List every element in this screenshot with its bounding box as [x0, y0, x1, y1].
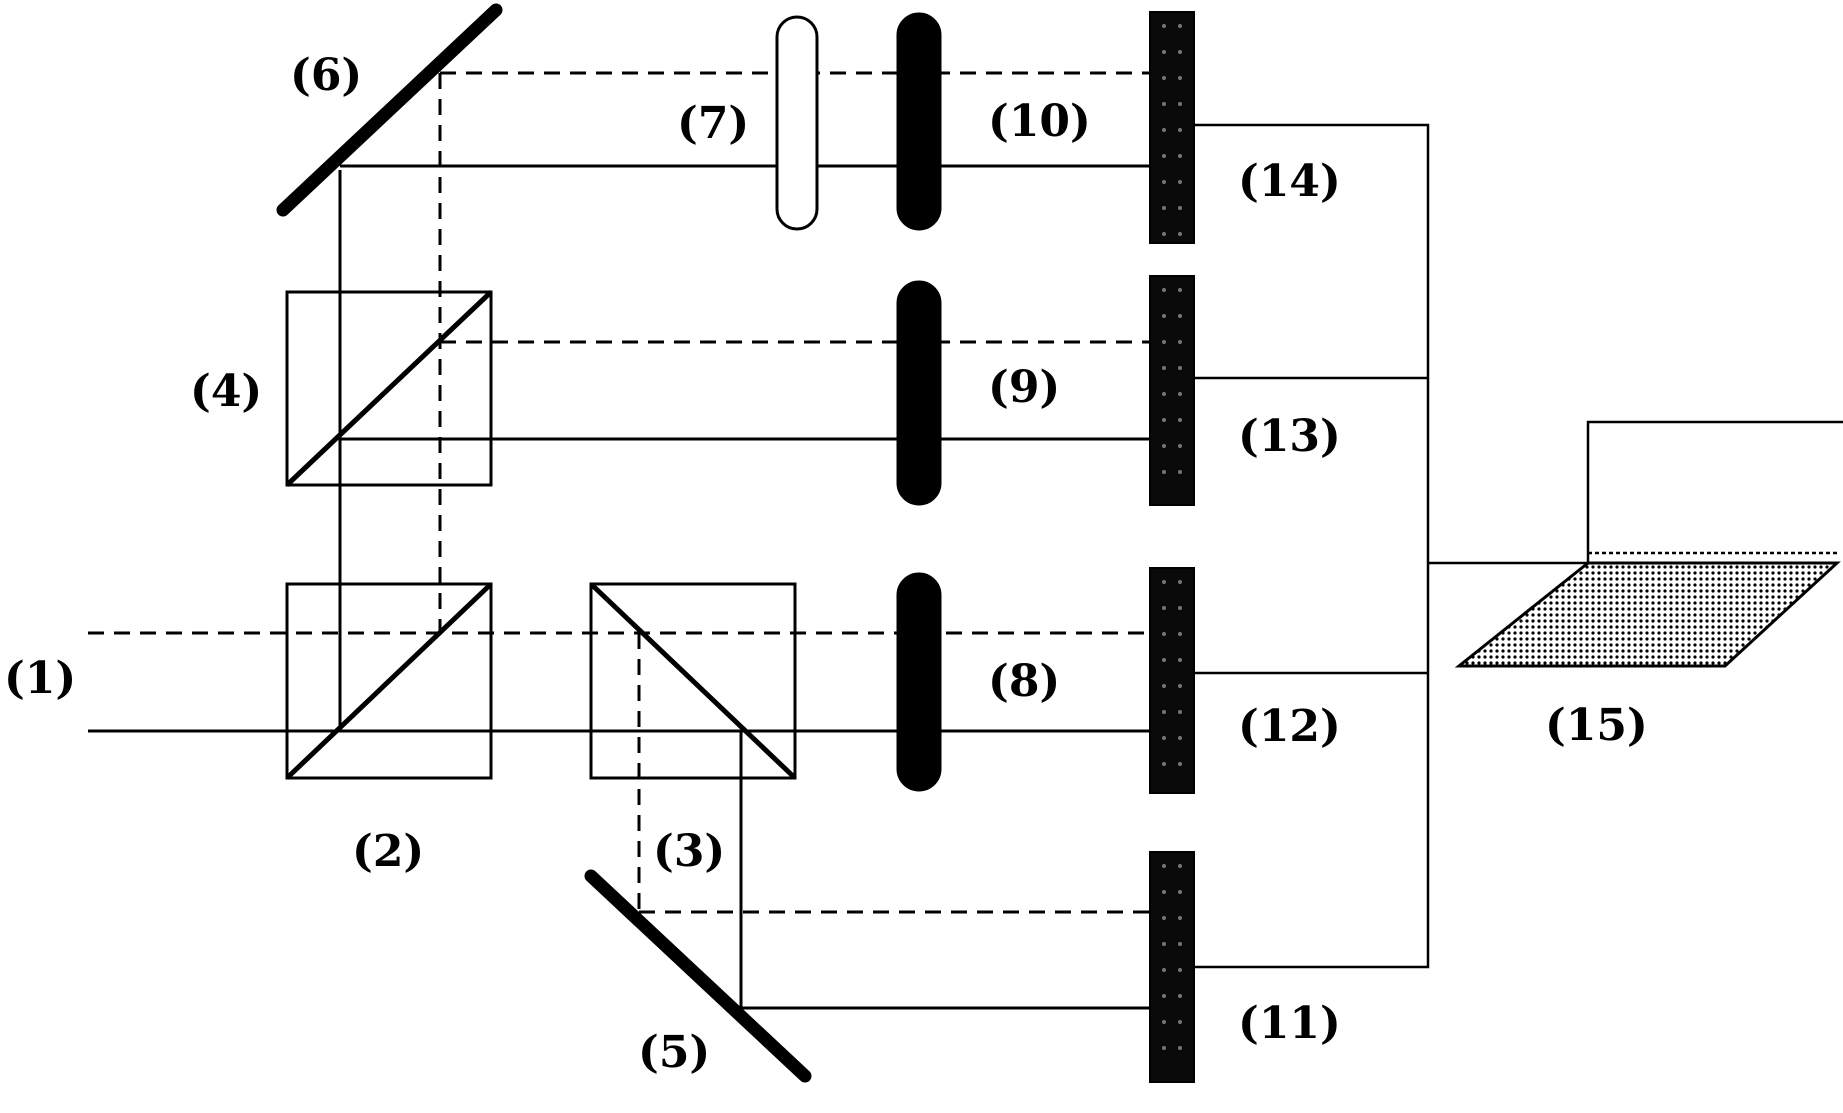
label-3: (3) [653, 826, 725, 877]
detector-12 [1150, 568, 1194, 793]
label-13: (13) [1238, 411, 1341, 462]
polarizer-9 [898, 282, 940, 504]
label-10: (10) [988, 96, 1091, 147]
beam-splitter-3 [591, 584, 795, 778]
computer-15 [1459, 422, 1843, 666]
beam-splitter-4 [287, 292, 491, 485]
label-7: (7) [677, 98, 749, 149]
beam-splitter-2 [287, 584, 491, 778]
label-12: (12) [1238, 701, 1341, 752]
detector-13 [1150, 276, 1194, 505]
mirror-6 [283, 10, 496, 210]
label-8: (8) [988, 656, 1060, 707]
label-14: (14) [1238, 156, 1341, 207]
dashed-beams [88, 73, 1150, 912]
polarizer-8 [898, 574, 940, 790]
label-15: (15) [1545, 700, 1648, 751]
label-9: (9) [988, 362, 1060, 413]
laptop-screen [1588, 422, 1843, 563]
label-6: (6) [290, 50, 362, 101]
component-labels: (1) (2) (3) (4) (5) (6) (7) (8) (9) (10)… [4, 50, 1648, 1078]
detector-14 [1150, 12, 1194, 243]
signal-wires [1194, 125, 1588, 967]
wave-plate-7 [777, 17, 817, 229]
label-5: (5) [638, 1027, 710, 1078]
label-1: (1) [4, 653, 76, 704]
solid-beams [88, 166, 1150, 1008]
laptop-keyboard [1459, 563, 1837, 666]
label-11: (11) [1238, 998, 1341, 1049]
detector-11 [1150, 852, 1194, 1082]
label-4: (4) [190, 366, 262, 417]
polarizer-10 [898, 14, 940, 229]
label-2: (2) [352, 826, 424, 877]
